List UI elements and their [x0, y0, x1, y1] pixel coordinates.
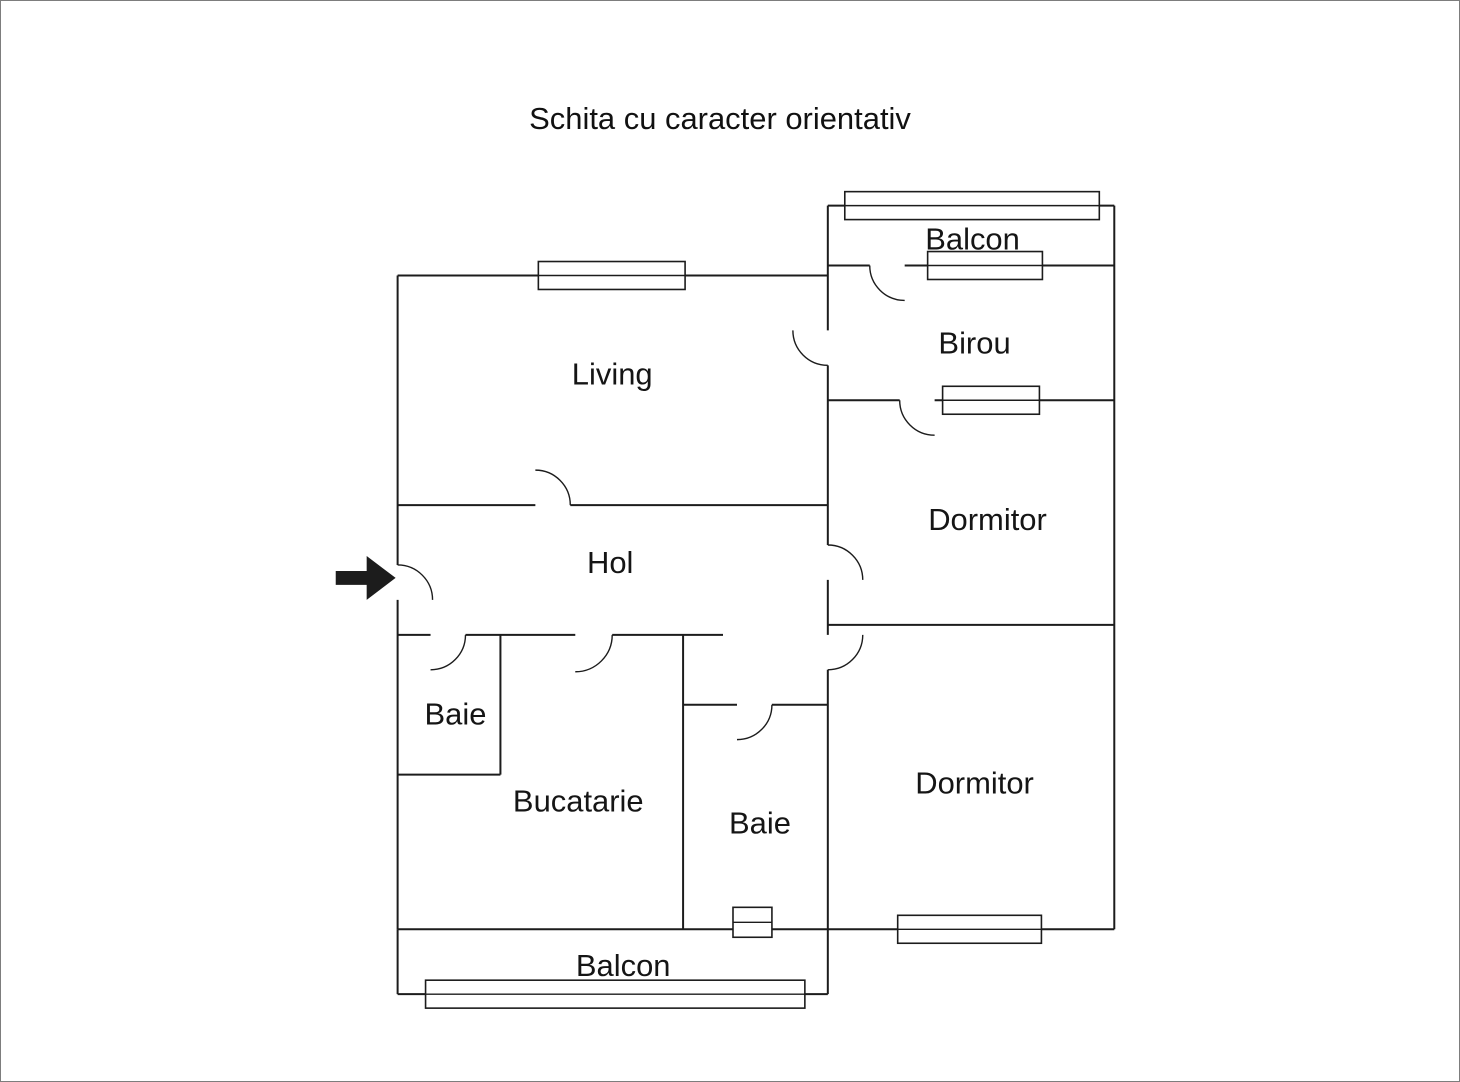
baie1-door-arc — [430, 634, 467, 671]
room-label-birou: Birou — [938, 325, 1010, 360]
room-label-dormitor-1: Dormitor — [928, 502, 1047, 537]
entrance-arrow-icon — [335, 555, 396, 600]
room-label-balcon-top: Balcon — [925, 222, 1020, 257]
room-label-dormitor-2: Dormitor — [915, 766, 1034, 801]
living-door-arc — [535, 469, 571, 506]
baie2-door-arc — [736, 704, 773, 741]
entrance-door-arc — [397, 564, 434, 600]
right-unit-walls — [826, 204, 1116, 931]
balcon-birou-door-arc — [869, 265, 905, 302]
room-label-baie-2: Baie — [729, 805, 791, 840]
room-label-hol: Hol — [587, 545, 633, 580]
dormitor1-window — [941, 385, 1041, 416]
room-label-bucatarie: Bucatarie — [513, 783, 644, 818]
dormitor2-window — [896, 914, 1043, 945]
balcon-top-window — [843, 190, 1101, 221]
windows — [424, 190, 1101, 1009]
page-title: Schita cu caracter orientativ — [529, 101, 911, 136]
door-arcs — [397, 265, 935, 741]
living-window — [537, 260, 686, 291]
baie2-window — [732, 906, 773, 939]
walls — [396, 204, 1116, 996]
birou-window — [926, 250, 1044, 281]
room-label-living: Living — [572, 356, 653, 391]
room-label-balcon-bottom: Balcon — [576, 948, 671, 983]
dormitor2-door-arc — [827, 634, 864, 671]
dormitor1-door-arc — [827, 544, 864, 580]
living-birou-door-arc — [792, 330, 828, 367]
room-label-baie-1: Baie — [425, 697, 487, 732]
bucatarie-door-arc — [575, 634, 613, 673]
birou-dormitor-door-arc — [898, 400, 935, 436]
balcon-bottom-window — [424, 979, 806, 1009]
